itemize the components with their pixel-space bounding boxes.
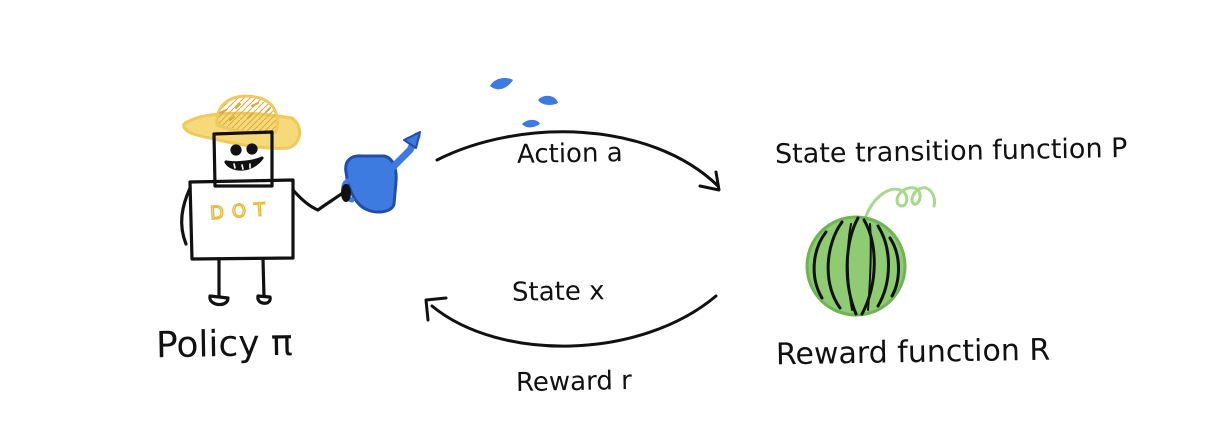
robot-foot-left (208, 294, 230, 307)
state-label: State x (511, 276, 605, 308)
watermelon-icon (805, 186, 936, 317)
robot-right-arm (291, 188, 346, 212)
policy-label: Policy π (155, 322, 294, 367)
robot-leg-right (261, 257, 266, 299)
robot-eye-left (230, 144, 242, 156)
robot-farmer-icon (180, 94, 346, 307)
reward-label: Reward r (515, 365, 633, 399)
robot-mouth (224, 156, 264, 171)
robot-body (188, 178, 295, 261)
water-drops-icon (490, 78, 558, 128)
state-reward-arrow (424, 294, 718, 348)
action-label: Action a (516, 138, 623, 170)
straw-hat-icon (182, 94, 302, 150)
robot-eye-right (246, 143, 258, 155)
robot-foot-right (256, 294, 272, 305)
reward-function-label: Reward function R (775, 332, 1051, 373)
watering-can-icon (341, 131, 421, 214)
robot-left-arm (180, 186, 192, 246)
robot-chest-text: DOT (209, 199, 273, 224)
action-arrow (435, 130, 721, 192)
robot-head (212, 130, 274, 188)
state-transition-label: State transition function P (774, 132, 1128, 171)
